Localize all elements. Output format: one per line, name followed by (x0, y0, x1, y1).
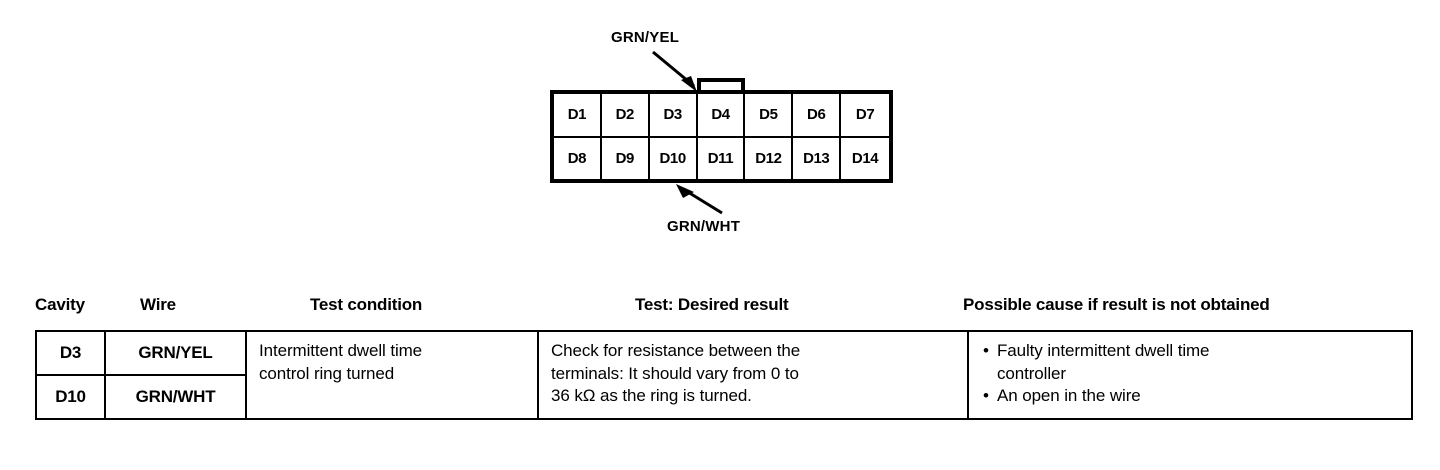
possible-cause-1-line-2: controller (997, 363, 1066, 383)
cell-cavity-d10: D10 (35, 373, 106, 420)
grn-wht-leader-icon (676, 184, 723, 215)
column-header-possible-cause: Possible cause if result is not obtained (963, 295, 1270, 314)
cell-desired-result: Check for resistance between the termina… (537, 330, 969, 420)
column-header-cavity: Cavity (35, 295, 85, 314)
column-header-desired-result: Test: Desired result (635, 295, 789, 314)
connector-row-bottom: D8 D9 D10 D11 D12 D13 D14 (554, 137, 889, 179)
callout-label-grn-wht: GRN/WHT (667, 218, 741, 235)
desired-result-line-1: Check for resistance between the (551, 341, 801, 360)
desired-result-line-2: terminals: It should vary from 0 to (551, 363, 799, 383)
column-header-test-condition: Test condition (310, 295, 423, 314)
cell-wire-grn-yel: GRN/YEL (104, 330, 247, 376)
connector-cavity-d7: D7 (855, 106, 875, 124)
connector-cavity-d1: D1 (554, 94, 602, 136)
list-item: An open in the wire (983, 385, 1403, 408)
connector-cavity-d13: D13 (793, 137, 842, 179)
connector-pinout-grid: D1 D2 D3 D4 D5 D6 D7 D8 D9 D10 D11 D12 D… (550, 90, 893, 183)
cell-cavity-d3: D3 (35, 330, 106, 376)
table-row: D10 GRN/WHT (35, 373, 1412, 420)
grn-yel-leader-icon (652, 50, 697, 92)
connector-cavity-d11: D11 (698, 137, 746, 179)
connector-cavity-d8: D8 (554, 137, 602, 179)
connector-cavity-d14: D14 (851, 149, 879, 167)
connector-cavity-d12: D12 (745, 137, 794, 179)
test-condition-line-2: control ring turned (259, 363, 395, 383)
cell-possible-cause: Faulty intermittent dwell time controlle… (967, 330, 1413, 420)
cell-wire-grn-wht: GRN/WHT (104, 373, 247, 420)
desired-result-line-3: 36 kΩ as the ring is turned. (551, 386, 752, 406)
list-item: Faulty intermittent dwell time controlle… (983, 340, 1403, 385)
connector-cavity-d3: D3 (650, 94, 698, 136)
possible-cause-1-line-1: Faulty intermittent dwell time (997, 341, 1210, 360)
connector-diagram: GRN/YEL D1 D2 D3 D4 D5 D6 D7 D8 D9 D10 D… (550, 29, 893, 235)
test-condition-line-1: Intermittent dwell time (259, 341, 423, 360)
connector-row-top: D1 D2 D3 D4 D5 D6 D7 (554, 94, 889, 138)
connector-cavity-d2: D2 (602, 94, 650, 136)
connector-cavity-d10: D10 (650, 137, 698, 179)
connector-cavity-d4: D4 (698, 94, 746, 136)
possible-cause-2-line-1: An open in the wire (997, 386, 1141, 406)
spec-table-body: D3 GRN/YEL Intermittent dwell time contr… (35, 330, 1413, 420)
table-row: D3 GRN/YEL Intermittent dwell time contr… (35, 330, 1413, 420)
callout-label-grn-yel: GRN/YEL (611, 29, 680, 46)
connector-cavity-d9: D9 (602, 137, 650, 179)
possible-cause-list: Faulty intermittent dwell time controlle… (969, 332, 1411, 418)
cell-test-condition: Intermittent dwell time control ring tur… (245, 330, 539, 420)
test-specification-table: Cavity Wire Test condition Test: Desired… (35, 296, 1413, 420)
table-header-row: Cavity Wire Test condition Test: Desired… (35, 296, 1401, 330)
connector-cavity-d6: D6 (793, 94, 842, 136)
column-header-wire: Wire (140, 295, 176, 314)
connector-cavity-d5: D5 (745, 94, 794, 136)
